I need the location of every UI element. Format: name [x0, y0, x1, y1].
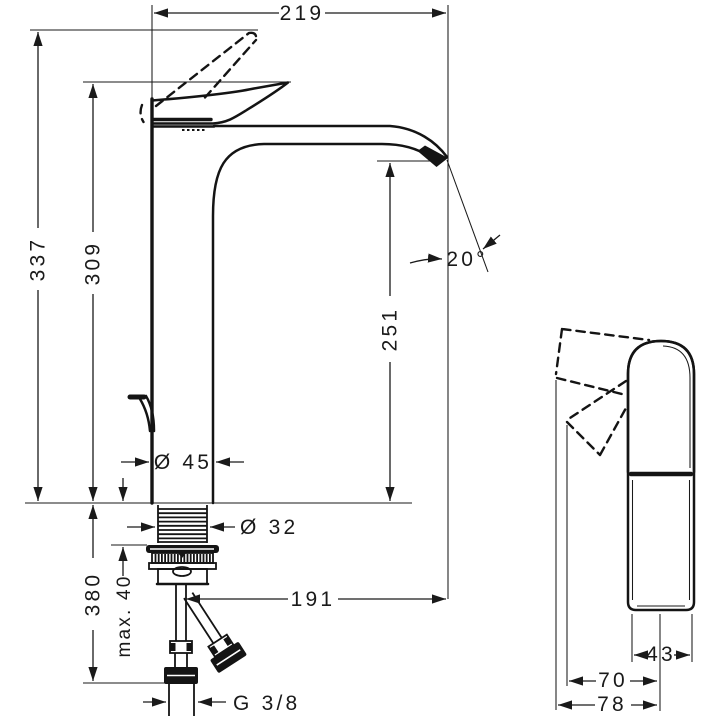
- angle-leader-left: [409, 253, 443, 264]
- dim-hose-length: 380: [82, 505, 105, 681]
- clamp-screw-dome: [172, 566, 192, 577]
- dim-height-handle: 309: [82, 84, 105, 501]
- serrated-washer-teeth: [154, 554, 211, 562]
- thread-tailpiece: [168, 684, 195, 716]
- dim-connection-thread: G 3/8: [143, 692, 300, 715]
- vertical-supply-pipe: [175, 585, 187, 641]
- dim-label-max40: max. 40: [114, 575, 135, 658]
- dim-label-191: 191: [291, 588, 336, 611]
- angle-ray: [446, 159, 489, 273]
- handle-lever: [150, 81, 290, 125]
- dim-label-70: 70: [598, 669, 628, 692]
- side-extension-lines: [555, 380, 693, 711]
- mounting-hardware: [146, 505, 219, 586]
- side-handle-open-dashed: [554, 327, 651, 457]
- dim-label-78: 78: [597, 693, 627, 716]
- spout-top-edge: [212, 124, 449, 159]
- dim-spout-outlet-height: 251: [379, 163, 402, 501]
- hose-coupling-ferrules: [209, 636, 233, 656]
- side-view: 43 70 78: [554, 327, 696, 716]
- dim-body-diameter: Ø 45: [121, 451, 244, 474]
- dim-label-337: 337: [27, 237, 50, 282]
- spout-aerator-tip: [417, 145, 448, 167]
- clamp-ring: [148, 562, 217, 570]
- dim-outlet-angle: 20°: [409, 159, 501, 273]
- dim-shank-diameter: Ø 32: [127, 516, 298, 539]
- dim-side-depth-to-axis: 70: [569, 669, 657, 692]
- handle-open-position-dashed: [139, 31, 258, 124]
- dim-label-380: 380: [82, 572, 105, 617]
- dim-max-mounting-depth: max. 40: [114, 478, 135, 658]
- dim-spout-reach: 191: [186, 588, 446, 611]
- dim-label-309: 309: [82, 241, 105, 286]
- spout-bottom-edge: [211, 142, 438, 505]
- dim-label-219: 219: [280, 2, 325, 25]
- dim-label-43: 43: [646, 643, 676, 666]
- drain-pull-rod: [138, 394, 156, 433]
- dim-side-body-width: 43: [634, 643, 690, 666]
- angle-leader-right: [482, 234, 501, 250]
- pipe-segment: [174, 653, 188, 667]
- dim-side-total-depth: 78: [558, 693, 657, 716]
- front-view: 219 337 309 251 20° Ø 45: [25, 2, 501, 716]
- washer-notch: [178, 553, 186, 558]
- dim-label-20deg: 20°: [446, 248, 487, 271]
- dim-label-dia32: Ø 32: [240, 516, 298, 539]
- pipe-coupling-ferrules: [170, 643, 192, 651]
- dim-spout-width: 219: [154, 2, 446, 25]
- hose-tube: [183, 592, 223, 644]
- side-handle-outline: [626, 339, 696, 474]
- hose-nut-slit: [216, 649, 241, 666]
- dim-label-dia45: Ø 45: [154, 451, 212, 474]
- threaded-shank-threads: [158, 508, 207, 543]
- side-inner-lines: [631, 345, 691, 607]
- threaded-shank-edges: [157, 505, 208, 543]
- dim-label-251: 251: [379, 307, 402, 352]
- faucet-front-outline: [127, 31, 449, 505]
- dim-height-open-handle: 337: [27, 32, 50, 501]
- dim-label-g38: G 3/8: [233, 692, 300, 715]
